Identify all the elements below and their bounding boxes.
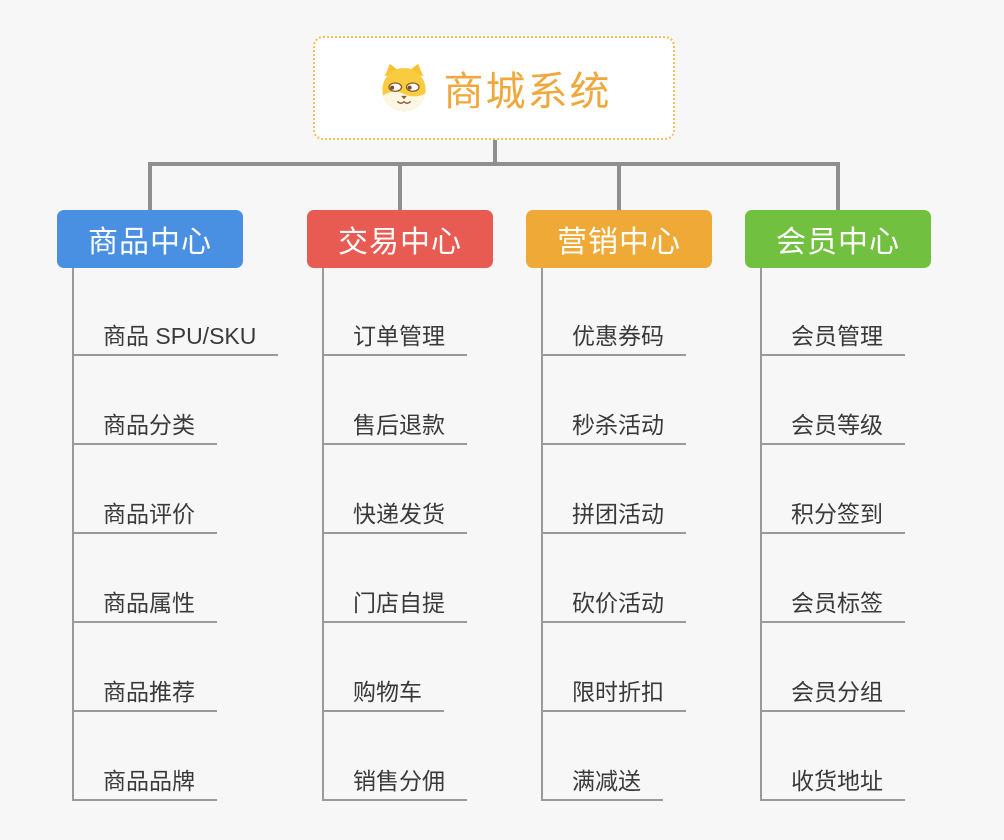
child-topic-trade-center-0[interactable]: 订单管理 xyxy=(322,318,467,356)
shiba-dog-icon xyxy=(381,63,426,112)
branch-column-product-center: 商品中心商品 SPU/SKU 商品分类商品评价商品属性商品推荐商品品牌 xyxy=(57,210,307,840)
child-topic-member-center-5[interactable]: 收货地址 xyxy=(760,763,905,801)
branch-column-trade-center: 交易中心订单管理售后退款快递发货门店自提购物车销售分佣 xyxy=(307,210,557,840)
child-topic-marketing-center-2[interactable]: 拼团活动 xyxy=(541,496,686,534)
child-topic-marketing-center-4[interactable]: 限时折扣 xyxy=(541,674,686,712)
branch-node-product-center[interactable]: 商品中心 xyxy=(57,210,243,268)
child-topic-marketing-center-1[interactable]: 秒杀活动 xyxy=(541,407,686,445)
connector-drop-member xyxy=(836,162,840,210)
branch-trunk xyxy=(760,268,762,801)
branch-column-member-center: 会员中心会员管理会员等级积分签到会员标签会员分组收货地址 xyxy=(745,210,995,840)
root-title: 商城系统 xyxy=(443,70,612,114)
child-topic-member-center-0[interactable]: 会员管理 xyxy=(760,318,905,356)
connector-root-stub xyxy=(493,140,497,166)
child-topic-trade-center-1[interactable]: 售后退款 xyxy=(322,407,467,445)
root-node[interactable]: 商城系统 xyxy=(313,36,675,140)
child-topic-member-center-4[interactable]: 会员分组 xyxy=(760,674,905,712)
child-topic-trade-center-5[interactable]: 销售分佣 xyxy=(322,763,467,801)
branch-node-member-center[interactable]: 会员中心 xyxy=(745,210,931,268)
child-topic-marketing-center-3[interactable]: 砍价活动 xyxy=(541,585,686,623)
branch-trunk xyxy=(72,268,74,801)
child-topic-member-center-3[interactable]: 会员标签 xyxy=(760,585,905,623)
child-topic-trade-center-3[interactable]: 门店自提 xyxy=(322,585,467,623)
child-topic-marketing-center-5[interactable]: 满减送 xyxy=(541,763,663,801)
child-topic-product-center-4[interactable]: 商品推荐 xyxy=(72,674,217,712)
child-topic-product-center-1[interactable]: 商品分类 xyxy=(72,407,217,445)
branch-node-marketing-center[interactable]: 营销中心 xyxy=(526,210,712,268)
connector-drop-product xyxy=(148,162,152,210)
branch-trunk xyxy=(322,268,324,801)
child-topic-marketing-center-0[interactable]: 优惠券码 xyxy=(541,318,686,356)
child-topic-product-center-5[interactable]: 商品品牌 xyxy=(72,763,217,801)
branch-trunk xyxy=(541,268,543,801)
connector-drop-trade xyxy=(398,162,402,210)
branch-node-trade-center[interactable]: 交易中心 xyxy=(307,210,493,268)
child-topic-trade-center-4[interactable]: 购物车 xyxy=(322,674,444,712)
connector-bus xyxy=(148,162,840,166)
child-topic-trade-center-2[interactable]: 快递发货 xyxy=(322,496,467,534)
branch-column-marketing-center: 营销中心优惠券码秒杀活动拼团活动砍价活动限时折扣满减送 xyxy=(526,210,776,840)
child-topic-product-center-0[interactable]: 商品 SPU/SKU xyxy=(72,318,279,356)
child-topic-member-center-1[interactable]: 会员等级 xyxy=(760,407,905,445)
child-topic-product-center-2[interactable]: 商品评价 xyxy=(72,496,217,534)
child-topic-member-center-2[interactable]: 积分签到 xyxy=(760,496,905,534)
connector-drop-marketing xyxy=(617,162,621,210)
child-topic-product-center-3[interactable]: 商品属性 xyxy=(72,585,217,623)
